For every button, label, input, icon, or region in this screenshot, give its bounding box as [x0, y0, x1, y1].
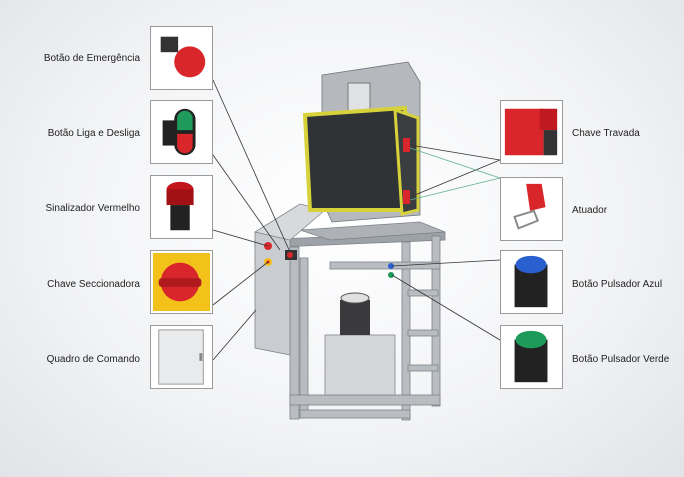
actuator-leader-lines	[409, 147, 501, 201]
control-panel-icon	[150, 325, 213, 389]
actuator-icon	[500, 177, 563, 241]
machine-frame	[254, 221, 446, 421]
label-red-indicator: Sinalizador Vermelho	[45, 203, 141, 214]
label-disconnect-switch: Chave Seccionadora	[47, 279, 140, 290]
disconnect-switch-icon	[150, 250, 213, 314]
emergency-button-icon	[150, 26, 213, 90]
label-actuator: Atuador	[572, 205, 608, 216]
hydraulic-unit	[324, 292, 396, 396]
label-emergency-button: Botão de Emergência	[43, 53, 140, 64]
label-on-off-button: Botão Liga e Desliga	[47, 128, 140, 139]
label-control-panel: Quadro de Comando	[46, 354, 140, 365]
green-push-button-icon	[500, 325, 563, 389]
red-indicator-light-icon	[150, 175, 213, 239]
safety-lock-switch-icon	[500, 100, 563, 164]
label-blue-push-button: Botão Pulsador Azul	[572, 279, 663, 290]
blue-push-button-icon	[500, 250, 563, 314]
control-cabinet	[253, 203, 326, 356]
on-off-button-icon	[150, 100, 213, 164]
leader-lines	[212, 79, 501, 361]
label-safety-lock-switch: Chave Travada	[572, 128, 640, 139]
label-green-push-button: Botão Pulsador Verde	[572, 354, 670, 365]
press-head	[285, 61, 421, 278]
